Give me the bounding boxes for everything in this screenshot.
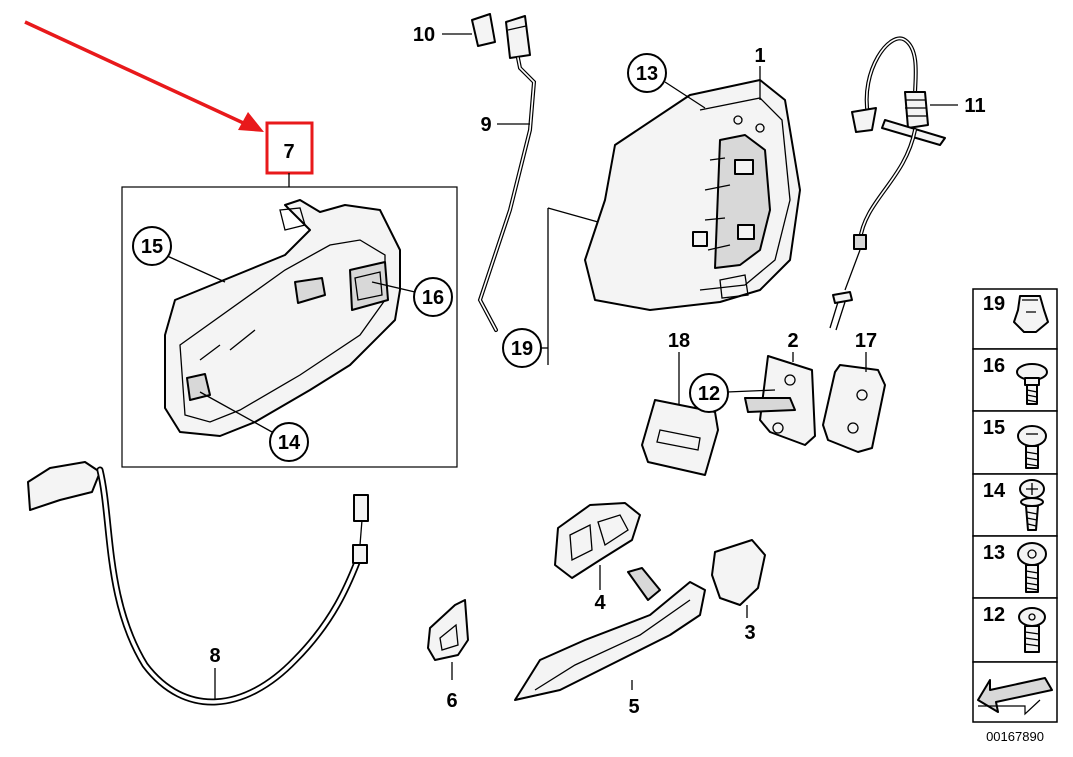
legend-19-label: 19 [983,293,1005,315]
bracket-6 [427,599,469,661]
callout-11-label[interactable]: 11 [964,95,985,117]
rod-9 [477,56,537,332]
direction-arrow-icon [977,677,1053,716]
door-lock-1 [584,79,801,311]
legend-13-label: 13 [983,542,1005,564]
striker-2 [744,355,816,446]
legend-16-label: 16 [983,355,1005,377]
screw-icon [1018,607,1046,653]
callout-13-label: 13 [636,63,658,85]
bowden-cable-11 [829,36,946,331]
callout-15-label: 15 [141,236,163,258]
cap-10 [471,13,531,59]
assembly-7-frame [121,186,458,468]
callout-19[interactable]: 19 [502,328,542,368]
callout-10-label[interactable]: 10 [413,24,435,46]
callout-17-label[interactable]: 17 [855,330,877,352]
callout-19-label: 19 [511,338,533,360]
diagram-id: 00167890 [986,729,1044,744]
callout-16-label: 16 [422,287,444,309]
screw-icon [1017,425,1047,469]
callout-13[interactable]: 13 [627,53,667,93]
plate-17 [822,364,886,453]
callout-9-label[interactable]: 9 [480,114,491,136]
screw-icon [1019,479,1045,531]
outer-handle-5 [514,567,706,701]
legend-12-label: 12 [983,604,1005,626]
callout-12-label: 12 [698,383,720,405]
callout-2-label[interactable]: 2 [787,330,798,352]
callout-6-label[interactable]: 6 [446,690,457,712]
callout-7-label: 7 [283,141,294,163]
screw-icon [1016,363,1048,405]
bowden-cable-8 [27,461,369,706]
fastener-legend: 19 16 15 14 13 12 [972,288,1058,723]
callout-16[interactable]: 16 [413,277,453,317]
callout-14[interactable]: 14 [269,422,309,462]
callout-14-label: 14 [278,432,301,454]
callout-12[interactable]: 12 [689,373,729,413]
callout-7[interactable]: 7 [265,121,314,175]
callout-4-label[interactable]: 4 [594,592,606,614]
inner-handle-housing [164,199,401,437]
callout-5-label[interactable]: 5 [628,696,639,718]
screw-icon [1017,542,1047,593]
callout-8-label[interactable]: 8 [209,645,220,667]
legend-14-label: 14 [983,480,1006,502]
legend-15-label: 15 [983,417,1005,439]
callout-18-label[interactable]: 18 [668,330,690,352]
callout-1-label[interactable]: 1 [754,45,765,67]
callout-15[interactable]: 15 [132,226,172,266]
gasket-4 [554,502,641,579]
cap-3 [711,539,766,606]
callout-3-label[interactable]: 3 [744,622,755,644]
highlight-arrow [24,20,264,132]
clip-icon [1013,295,1049,333]
